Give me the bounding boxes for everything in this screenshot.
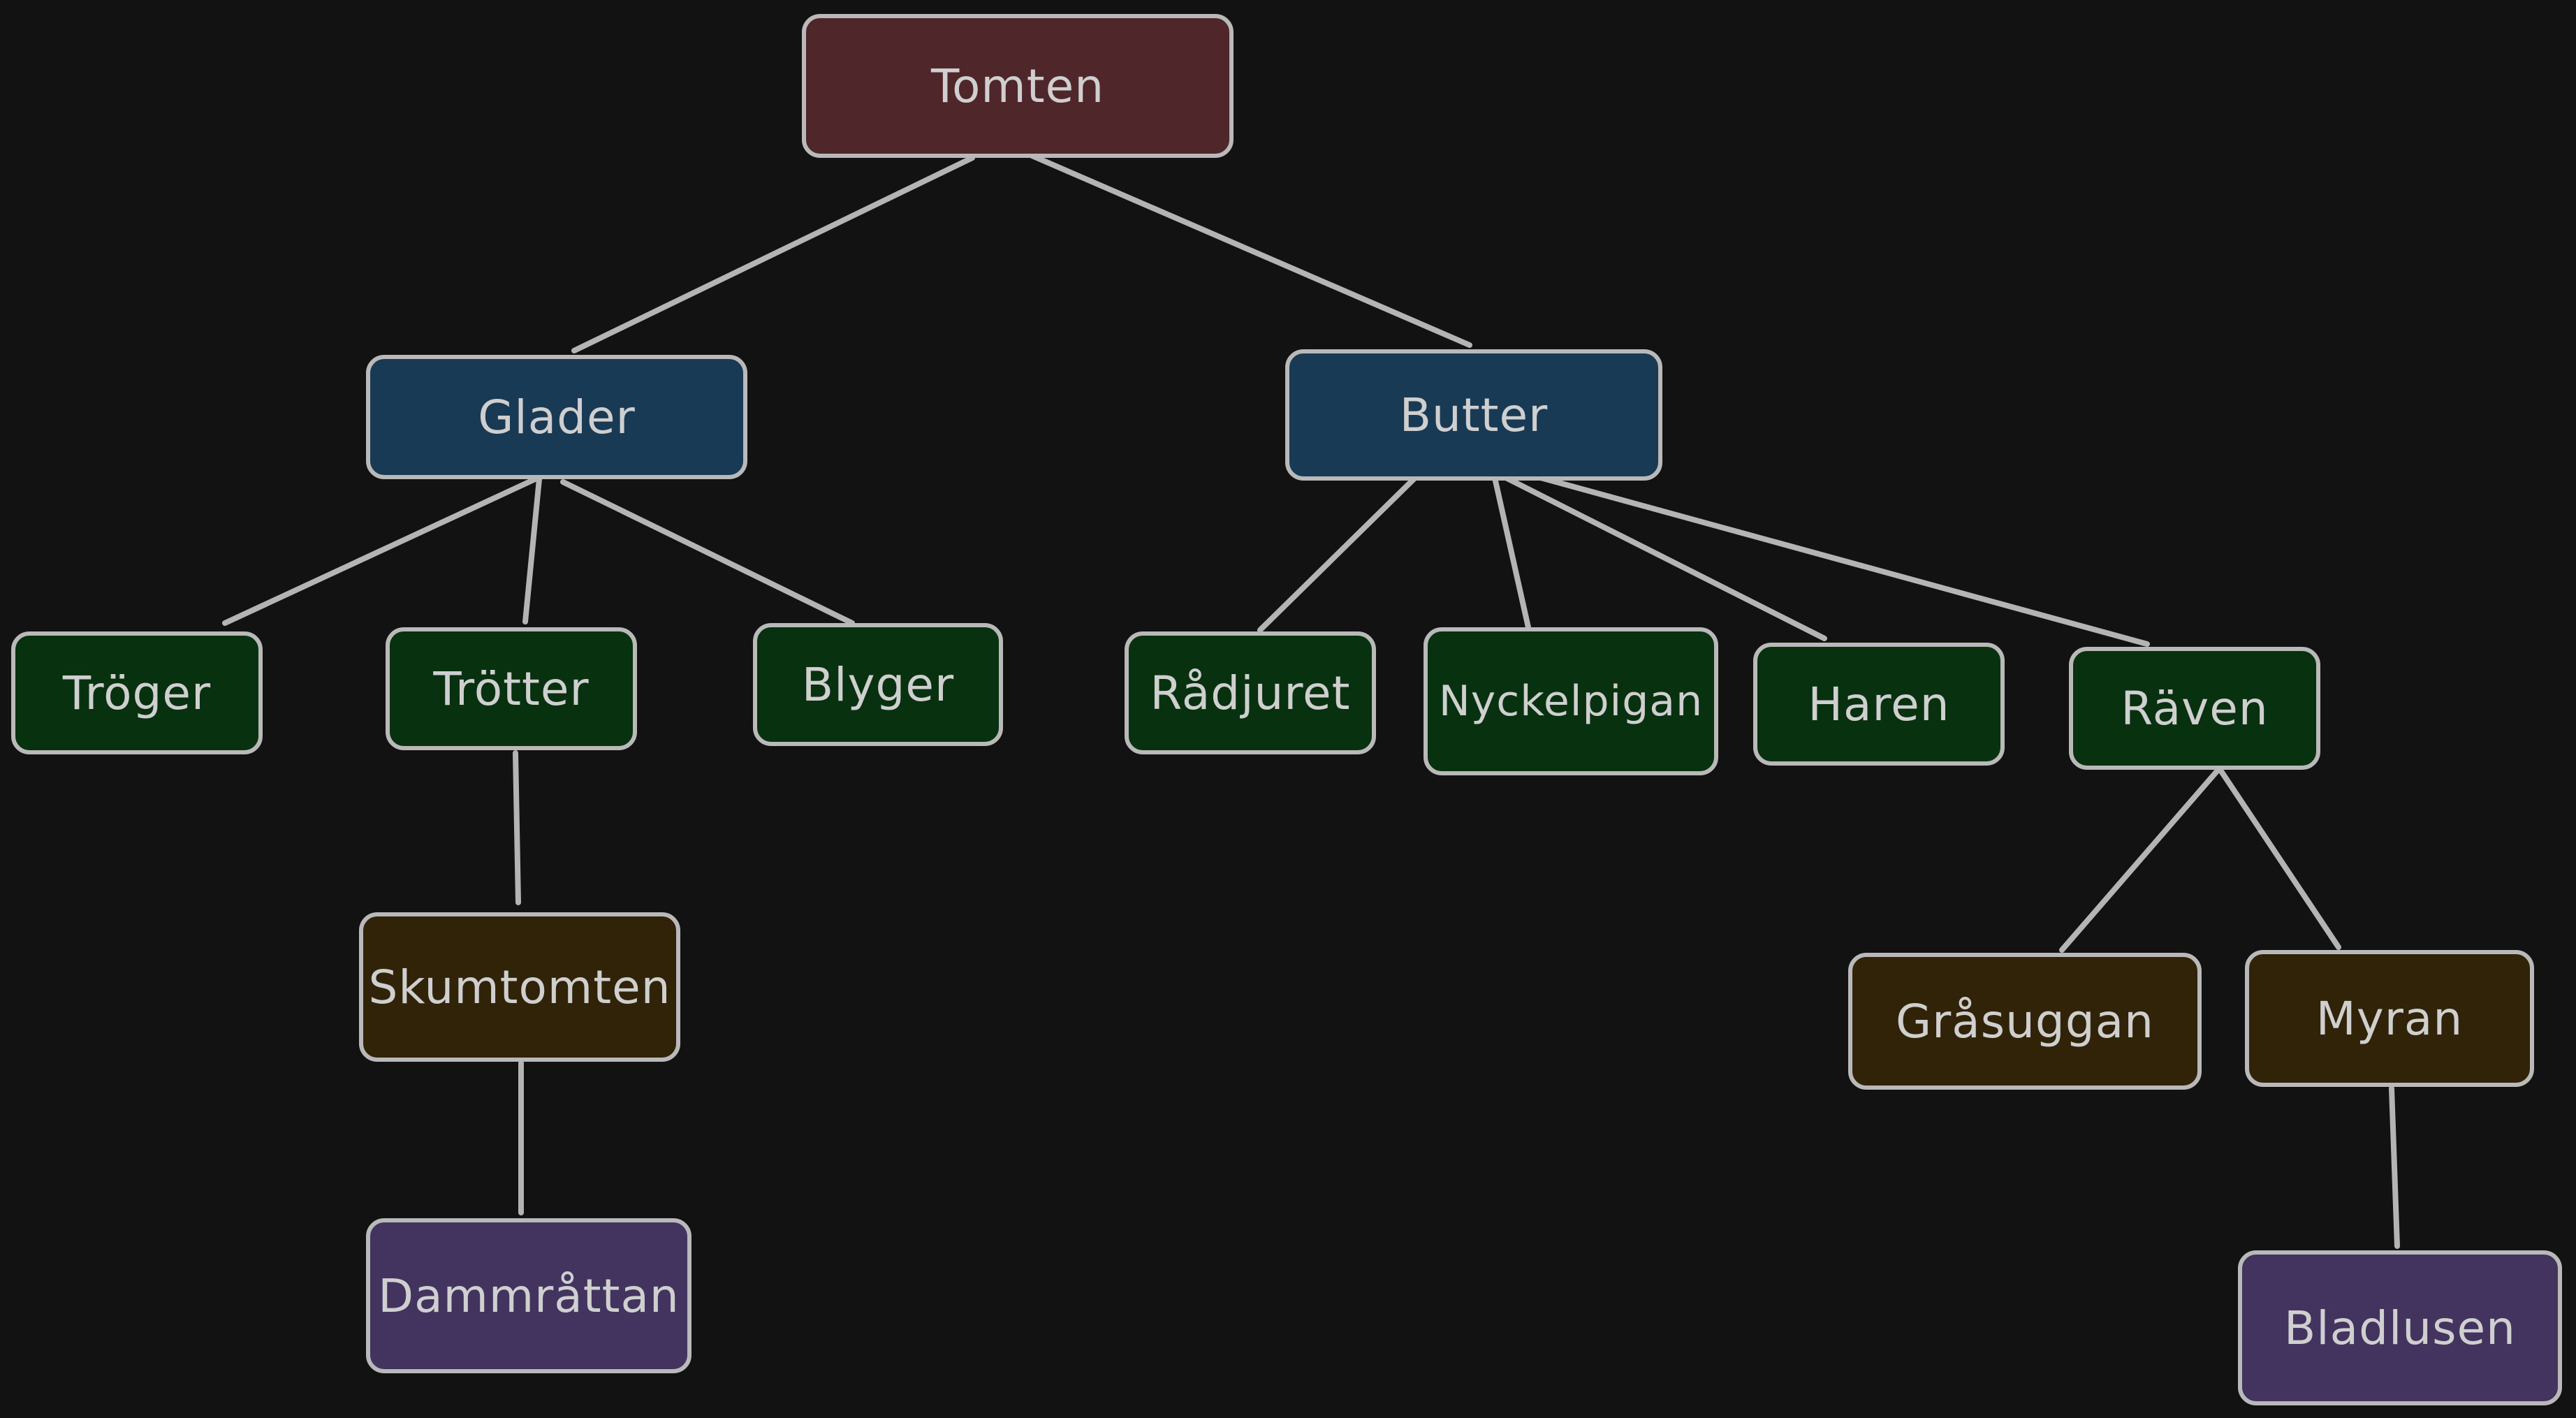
node-radjuret[interactable]: Rådjuret bbox=[1125, 631, 1376, 754]
edge-butter-nyckelpigan bbox=[1492, 475, 1531, 630]
edge-raven-grasuggan bbox=[2059, 768, 2220, 953]
edge-myran-bladlusen bbox=[2389, 1086, 2400, 1249]
node-label: Skumtomten bbox=[368, 960, 671, 1014]
node-haren[interactable]: Haren bbox=[1753, 643, 2005, 766]
node-label: Nyckelpigan bbox=[1438, 677, 1704, 726]
node-label: Tröger bbox=[62, 666, 212, 720]
node-dammrattan[interactable]: Dammråttan bbox=[366, 1218, 691, 1373]
node-raven[interactable]: Räven bbox=[2069, 647, 2320, 770]
node-label: Räven bbox=[2121, 681, 2269, 736]
edge-trotter-skumtomten bbox=[513, 750, 521, 905]
edge-glader-blyger bbox=[560, 479, 855, 626]
edge-butter-radjuret bbox=[1257, 475, 1418, 633]
node-label: Glader bbox=[478, 390, 636, 444]
edge-glader-troger bbox=[222, 476, 538, 626]
edge-raven-myran bbox=[2218, 768, 2341, 950]
node-label: Myran bbox=[2315, 991, 2464, 1046]
node-label: Butter bbox=[1399, 388, 1549, 442]
node-blyger[interactable]: Blyger bbox=[753, 623, 1003, 746]
edge-butter-haren bbox=[1503, 475, 1827, 641]
node-label: Rådjuret bbox=[1150, 666, 1351, 720]
node-label: Trötter bbox=[433, 662, 590, 716]
node-nyckelpigan[interactable]: Nyckelpigan bbox=[1424, 627, 1718, 775]
node-glader[interactable]: Glader bbox=[366, 355, 747, 479]
node-label: Haren bbox=[1808, 677, 1950, 731]
node-label: Tomten bbox=[930, 59, 1105, 113]
edge-butter-raven bbox=[1538, 475, 2150, 647]
edge-tomten-butter bbox=[1021, 149, 1472, 348]
node-label: Bladlusen bbox=[2284, 1301, 2516, 1355]
edge-glader-trotter bbox=[522, 476, 542, 624]
node-myran[interactable]: Myran bbox=[2245, 950, 2534, 1087]
node-skumtomten[interactable]: Skumtomten bbox=[359, 912, 680, 1062]
node-tomten[interactable]: Tomten bbox=[802, 14, 1234, 158]
node-label: Blyger bbox=[801, 657, 955, 712]
node-bladlusen[interactable]: Bladlusen bbox=[2238, 1250, 2562, 1405]
node-label: Gråsuggan bbox=[1895, 994, 2154, 1048]
node-trotter[interactable]: Trötter bbox=[386, 627, 637, 750]
node-troger[interactable]: Tröger bbox=[11, 631, 263, 754]
node-grasuggan[interactable]: Gråsuggan bbox=[1848, 953, 2202, 1090]
node-butter[interactable]: Butter bbox=[1285, 349, 1662, 481]
node-label: Dammråttan bbox=[378, 1269, 680, 1323]
edge-tomten-glader bbox=[571, 155, 975, 353]
